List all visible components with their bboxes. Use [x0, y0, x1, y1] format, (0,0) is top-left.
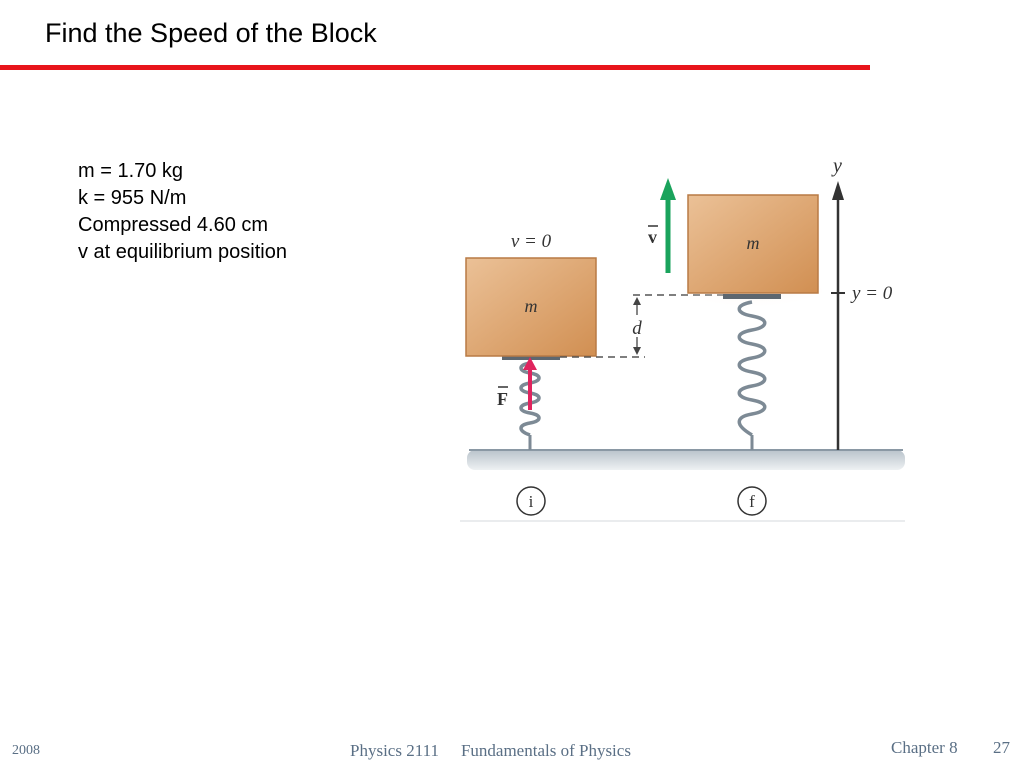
given-spring-constant: k = 955 N/m — [78, 187, 187, 209]
footer-chapter: Chapter 8 — [891, 738, 958, 757]
given-list: m = 1.70 kg k = 955 N/m Compressed 4.60 … — [78, 158, 287, 266]
slide-title: Find the Speed of the Block — [45, 18, 377, 48]
state-final-marker: f — [737, 486, 767, 516]
displacement-label: d — [632, 318, 642, 339]
title-rule — [0, 65, 870, 70]
spring-final — [737, 300, 767, 450]
floor — [467, 450, 905, 470]
spring-block-diagram: F m v = 0 d m v y y = 0 i — [460, 155, 905, 522]
given-velocity-note: v at equilibrium position — [78, 241, 287, 263]
footer-year: 2008 — [12, 743, 40, 758]
force-label: F — [497, 389, 508, 409]
displacement-marker — [633, 297, 641, 355]
initial-velocity-label: v = 0 — [511, 231, 552, 252]
block-final — [687, 194, 819, 294]
given-mass: m = 1.70 kg — [78, 160, 184, 182]
equilibrium-label: y = 0 — [850, 283, 893, 304]
state-initial-label: i — [529, 492, 534, 511]
footer-course: Physics 2111 — [350, 741, 439, 760]
block-final-mass-label: m — [747, 233, 760, 253]
given-compression: Compressed 4.60 cm — [78, 214, 269, 236]
velocity-label: v — [648, 227, 657, 247]
plate-final — [723, 294, 781, 299]
block-initial-mass-label: m — [525, 296, 538, 316]
velocity-arrow — [660, 178, 676, 273]
footer-page-number: 27 — [993, 738, 1010, 757]
y-axis — [831, 181, 845, 450]
footer-course-info: Physics 2111 Fundamentals of Physics — [350, 741, 631, 761]
state-final-label: f — [749, 492, 755, 511]
block-initial — [465, 257, 597, 357]
state-initial-marker: i — [516, 486, 546, 516]
footer-course-title: Fundamentals of Physics — [460, 741, 631, 760]
y-axis-label: y — [831, 155, 842, 177]
force-arrow — [523, 357, 537, 410]
plate-initial — [502, 355, 560, 360]
